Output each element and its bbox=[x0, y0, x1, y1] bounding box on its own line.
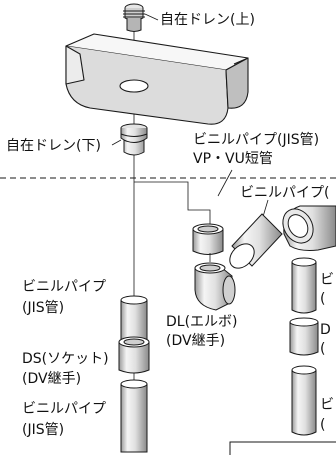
label-edge-b2: ビ bbox=[320, 397, 334, 413]
label-drain-bottom: 自在ドレン(下) bbox=[6, 138, 101, 154]
label-edge-p3: ( bbox=[320, 417, 326, 433]
label-pipe-left-upper-line2: (JIS管) bbox=[22, 300, 65, 316]
routing-line bbox=[134, 181, 211, 225]
leader-drain-bottom bbox=[111, 139, 122, 146]
right-elbow-fitting bbox=[282, 205, 336, 251]
label-edge-p1: ( bbox=[320, 291, 326, 307]
label-edge-b1: ビ bbox=[320, 272, 334, 288]
elbow-fitting bbox=[194, 262, 236, 311]
right-pipe-2 bbox=[291, 365, 317, 436]
angled-pipe bbox=[229, 213, 283, 269]
label-pipe-left-lower-line1: ビニルパイプ bbox=[22, 401, 106, 417]
left-pipe-upper bbox=[120, 295, 148, 344]
drain-bottom-fitting bbox=[120, 123, 148, 156]
label-edge-d: D bbox=[320, 322, 331, 338]
leader-short-pipe bbox=[217, 169, 233, 197]
right-socket bbox=[289, 317, 319, 356]
socket-fitting bbox=[118, 336, 150, 374]
label-pipe-left-lower-line2: (JIS管) bbox=[22, 422, 65, 438]
label-short-pipe-line1: ビニルパイプ(JIS管) bbox=[193, 132, 320, 148]
label-pipe-right: ビニルパイプ( bbox=[240, 185, 330, 201]
gutter-body bbox=[65, 33, 249, 125]
label-socket-line1: DS(ソケット) bbox=[22, 351, 109, 367]
note-box bbox=[229, 441, 336, 455]
leader-drain-top bbox=[144, 13, 159, 21]
left-pipe-lower bbox=[120, 379, 148, 453]
label-pipe-left-upper-line1: ビニルパイプ bbox=[22, 279, 106, 295]
label-short-pipe-line2: VP・VU短管 bbox=[193, 151, 273, 167]
label-edge-p2: ( bbox=[320, 341, 326, 357]
label-elbow-line2: (DV継手) bbox=[166, 333, 226, 349]
label-elbow-line1: DL(エルボ) bbox=[166, 314, 238, 330]
right-pipe-1 bbox=[291, 257, 317, 314]
label-drain-top: 自在ドレン(上) bbox=[160, 12, 255, 28]
label-socket-line2: (DV継手) bbox=[22, 371, 82, 387]
drain-top-fitting bbox=[123, 3, 145, 32]
short-pipe bbox=[192, 223, 224, 255]
